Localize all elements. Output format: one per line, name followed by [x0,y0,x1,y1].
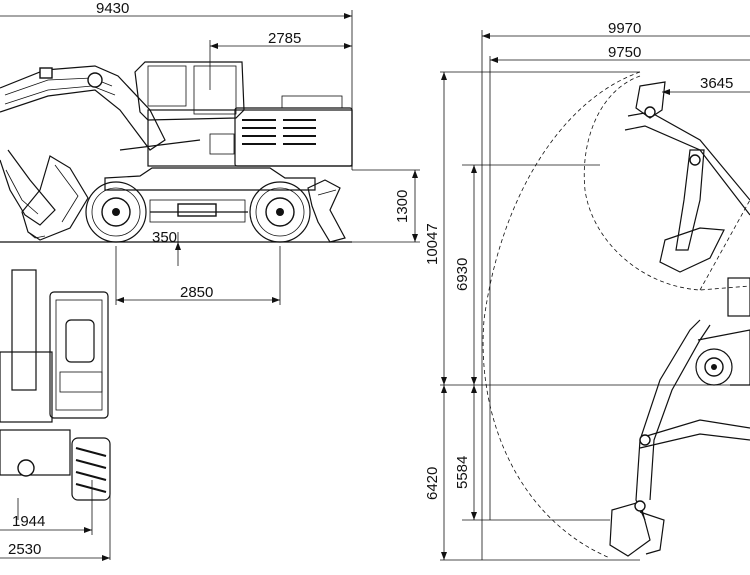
bucket [21,155,89,241]
dim-ground-clearance-height: 1300 [394,190,411,223]
dim-max-digging-depth: 6420 [424,467,441,500]
front-wheel [85,181,147,243]
dim-track-width: 1944 [12,513,45,530]
working-range-diagram: 9970 9750 3645 10047 6930 6420 [424,20,750,561]
boom-arm [0,65,166,226]
dim-overall-width: 2530 [8,541,41,558]
chassis [104,167,316,223]
dim-min-swing-radius: 3645 [700,75,733,92]
front-view-tire [71,437,111,501]
engine-vents [242,119,316,145]
upper-arm-position [624,81,750,273]
dim-rear-overhang: 2785 [268,30,301,47]
side-view: 9430 2785 [0,0,420,305]
rear-wheel [249,181,311,243]
front-view: 1944 2530 [0,269,111,561]
dim-ground-clearance: 350 [152,229,177,246]
dim-overall-length: 9430 [96,0,129,17]
dim-max-reach: 9750 [608,44,641,61]
dim-max-reach-ground: 9970 [608,20,641,37]
dim-max-depth-level: 5584 [454,456,471,489]
upper-structure [119,61,353,167]
lower-machine-position [609,277,750,557]
dim-max-dump-height: 6930 [454,258,471,291]
dim-max-cutting-height: 10047 [424,223,441,265]
dim-wheelbase: 2850 [180,284,213,301]
dozer-blade [307,179,346,243]
